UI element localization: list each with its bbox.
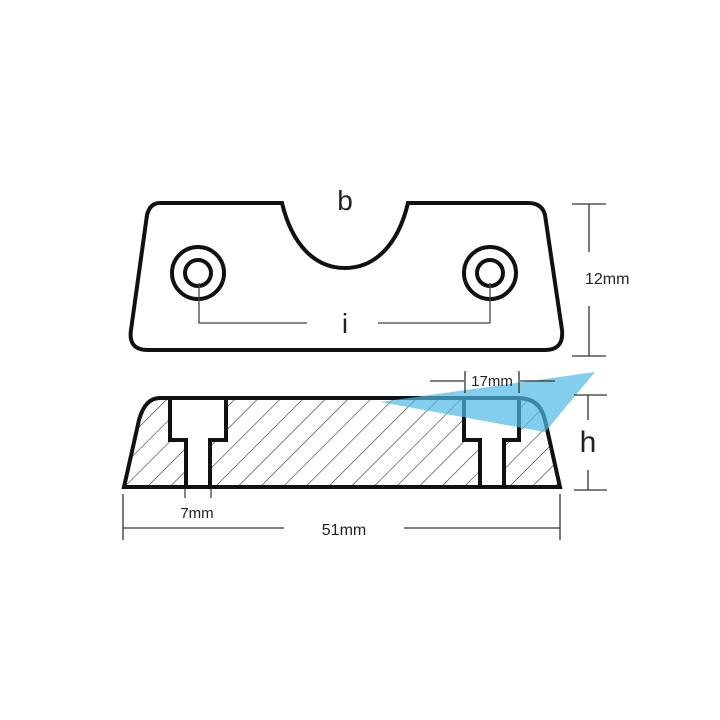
hole-diameter-label: 7mm	[180, 505, 213, 522]
notch-label: b	[337, 185, 353, 216]
top-view-outline	[128, 201, 565, 352]
length-dimension	[122, 494, 561, 540]
section-view: 17mm h 7mm 51mm	[121, 371, 607, 540]
counterbore-label: 17mm	[471, 373, 513, 390]
length-label: 51mm	[322, 522, 366, 539]
hole-spacing-dimension	[198, 283, 491, 324]
height-dimension-top	[572, 203, 606, 357]
highlight-reflection	[380, 372, 595, 432]
height-dimension-side	[574, 394, 607, 491]
top-view: b i 12mm	[128, 185, 629, 357]
hole-diameter-dimension	[184, 489, 212, 498]
hole-spacing-label: i	[342, 308, 348, 339]
counterbore-dimension	[430, 371, 555, 393]
height-label-side: h	[580, 426, 597, 459]
height-label-top: 12mm	[585, 271, 629, 288]
mounting-hole-left	[170, 245, 226, 301]
